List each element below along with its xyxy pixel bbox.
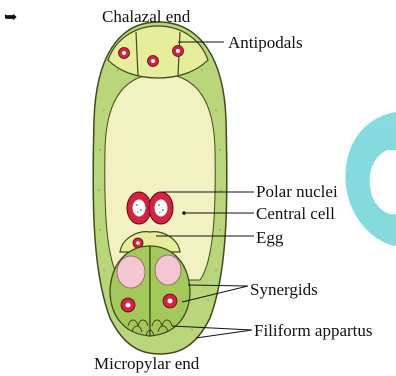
- synergid-cells: [110, 246, 190, 336]
- synergids-label: Synergids: [250, 280, 318, 299]
- bullet-arrow-icon: ➥: [4, 9, 17, 26]
- micropylar-end-label: Micropylar end: [94, 354, 200, 373]
- central-cell-label: Central cell: [256, 204, 335, 223]
- watermark-logo: [345, 112, 396, 246]
- filiform-apparatus-label: Filiform appartus: [254, 321, 373, 340]
- egg-label: Egg: [256, 228, 284, 247]
- chalazal-end-label: Chalazal end: [102, 7, 191, 26]
- polar-nuclei-label: Polar nuclei: [256, 182, 338, 201]
- antipodals-label: Antipodals: [228, 33, 303, 52]
